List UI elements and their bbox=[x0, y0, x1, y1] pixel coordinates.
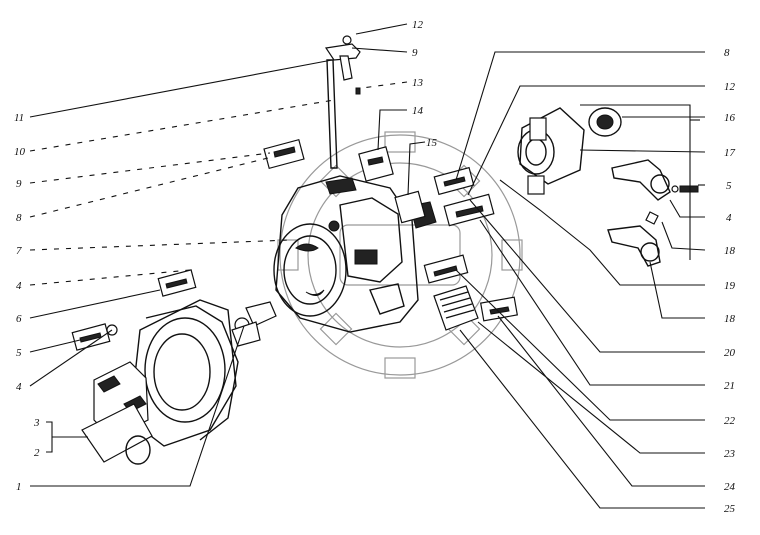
bolt-packet-21 bbox=[443, 193, 495, 227]
callout-17: 17 bbox=[724, 147, 736, 159]
callout-5-left: 5 bbox=[16, 347, 22, 359]
callout-15: 15 bbox=[426, 137, 438, 149]
leader-lines bbox=[29, 23, 706, 509]
callout-3: 3 bbox=[33, 417, 40, 429]
callout-4-upper: 4 bbox=[16, 280, 22, 292]
bolt-packet-9-left bbox=[263, 138, 305, 170]
callout-9-top: 9 bbox=[412, 47, 418, 59]
callout-12-right: 12 bbox=[724, 81, 736, 93]
callout-19: 19 bbox=[724, 280, 736, 292]
callout-14: 14 bbox=[412, 105, 424, 117]
callout-13: 13 bbox=[412, 77, 424, 89]
callout-7: 7 bbox=[16, 245, 22, 257]
callout-23: 23 bbox=[724, 448, 736, 460]
callout-20: 20 bbox=[724, 347, 736, 359]
callout-11: 11 bbox=[14, 112, 24, 124]
bolt-packet-14 bbox=[358, 146, 394, 182]
housing-part bbox=[273, 175, 437, 333]
callout-4-right: 4 bbox=[726, 212, 732, 224]
callout-25: 25 bbox=[724, 503, 736, 515]
callout-21: 21 bbox=[724, 380, 735, 392]
pump-assembly-part bbox=[81, 299, 237, 465]
fork-18-upper bbox=[611, 159, 699, 201]
shift-shaft-part bbox=[324, 35, 361, 169]
callout-9-left: 9 bbox=[16, 178, 22, 190]
callout-12-top: 12 bbox=[412, 19, 424, 31]
callout-18-upper: 18 bbox=[724, 245, 736, 257]
gear-watermark bbox=[277, 131, 523, 379]
callout-5-right: 5 bbox=[726, 180, 732, 192]
callout-10: 10 bbox=[14, 146, 26, 158]
bolt-packets-left bbox=[71, 269, 197, 351]
bolt-packet-22 bbox=[423, 254, 469, 284]
callout-18-lower: 18 bbox=[724, 313, 736, 325]
bolt-packet-8-right bbox=[433, 166, 475, 196]
callout-16: 16 bbox=[724, 112, 736, 124]
callout-22: 22 bbox=[724, 415, 736, 427]
bearing-housing-part bbox=[517, 107, 585, 195]
callout-8: 8 bbox=[16, 212, 22, 224]
bearing-16 bbox=[588, 107, 622, 137]
callout-4-left: 4 bbox=[16, 381, 22, 393]
bolt-packet-15 bbox=[394, 190, 426, 224]
callout-6: 6 bbox=[16, 313, 22, 325]
callout-8-right: 8 bbox=[724, 47, 730, 59]
callout-labels: 12 9 13 14 15 11 10 9 8 7 4 6 5 4 3 2 1 … bbox=[14, 19, 736, 515]
gasket-25 bbox=[433, 285, 479, 331]
callout-1: 1 bbox=[16, 481, 22, 493]
callout-24: 24 bbox=[724, 481, 736, 493]
fork-18-lower bbox=[607, 211, 661, 267]
callout-2: 2 bbox=[34, 447, 40, 459]
